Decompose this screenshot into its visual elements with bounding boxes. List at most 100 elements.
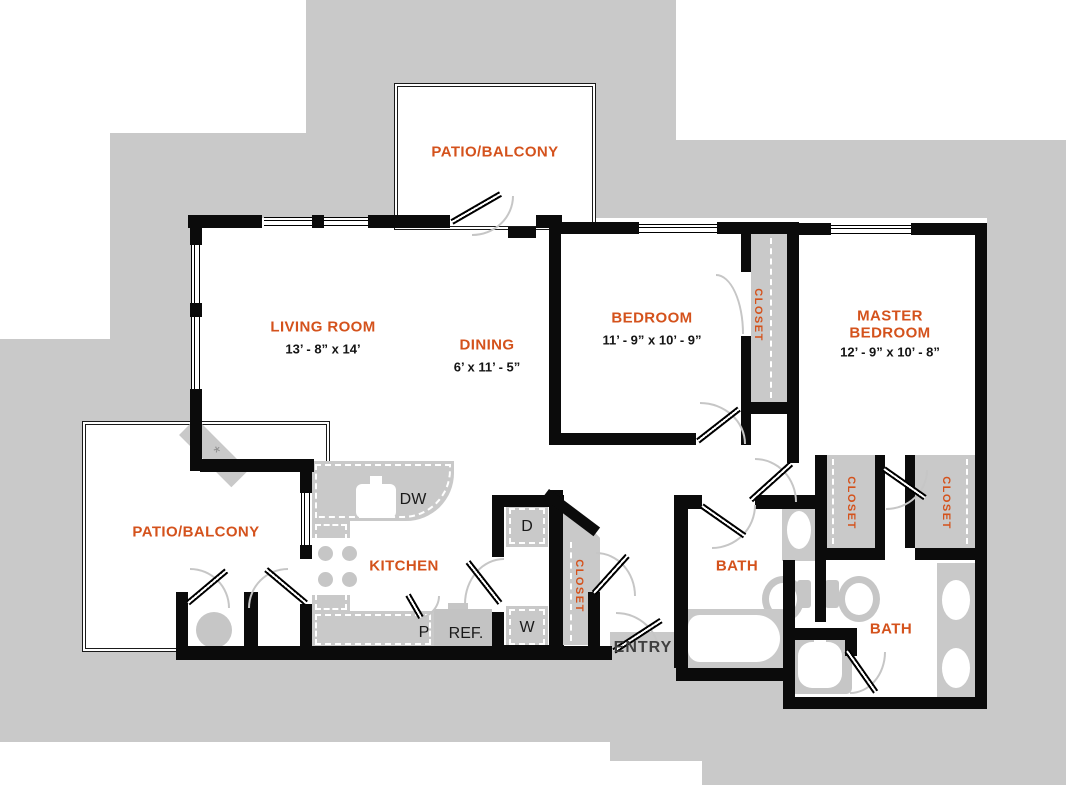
building-mass: [82, 660, 610, 742]
building-mass: [786, 709, 987, 785]
window: [191, 245, 200, 303]
wall: [492, 612, 504, 660]
window: [301, 493, 310, 545]
wall: [176, 592, 188, 660]
wall: [190, 389, 202, 471]
unit-outline: [509, 609, 545, 645]
building-mass: [702, 681, 786, 785]
master-closet-left-fill: [827, 455, 875, 548]
closet-rod: [832, 459, 834, 544]
bath2-toilet-tank: [825, 580, 839, 608]
burner: [342, 546, 357, 561]
wall: [815, 548, 885, 560]
wall: [300, 545, 312, 559]
bedroom-closet-fill: [751, 234, 787, 402]
window: [191, 317, 200, 389]
wall: [588, 592, 600, 650]
wall: [190, 303, 202, 317]
closet-opening-arc: [716, 274, 744, 334]
entry-label: ENTRY: [613, 639, 673, 656]
wall: [549, 433, 696, 445]
building-mass: [676, 140, 987, 218]
wall: [845, 628, 857, 656]
refrigerator-label: REF.: [448, 625, 484, 642]
bath-master-label: BATH: [869, 620, 913, 638]
wall: [190, 215, 202, 245]
kitchen-sink: [356, 484, 396, 518]
master-closet-right-label: CLOSET: [940, 476, 952, 530]
window: [324, 217, 368, 226]
door-arc: [596, 552, 636, 596]
closet-rod: [966, 459, 968, 544]
window: [264, 217, 312, 226]
unit-outline: [509, 508, 545, 544]
kitchen-label: KITCHEN: [369, 557, 439, 575]
wall: [560, 646, 612, 660]
building-mass: [987, 140, 1066, 785]
bedroom-closet-label: CLOSET: [752, 288, 764, 342]
wall: [741, 228, 751, 272]
washer-label: W: [519, 619, 535, 636]
wall: [717, 222, 799, 234]
burner: [318, 546, 333, 561]
dining-label: DINING: [459, 336, 515, 354]
dryer-unit: [506, 505, 548, 547]
wall: [911, 223, 987, 235]
wall: [875, 455, 885, 548]
bath1-sink: [787, 511, 811, 549]
wall: [200, 459, 314, 472]
living-room-label: LIVING ROOM: [270, 318, 376, 336]
wall: [188, 215, 262, 228]
wall: [676, 668, 788, 681]
patio-left-label: PATIO/BALCONY: [132, 523, 260, 541]
wall: [176, 646, 502, 660]
burner: [318, 572, 333, 587]
dryer-label: D: [521, 518, 533, 535]
wall: [492, 645, 564, 660]
bath1-toilet-tank: [797, 580, 811, 608]
washer-unit: [506, 606, 548, 648]
counter-outline: [315, 614, 431, 645]
bath2-toilet: [838, 576, 880, 622]
wall: [741, 336, 751, 414]
wall: [741, 402, 799, 414]
bathtub: [688, 615, 780, 662]
wall: [549, 490, 563, 660]
closet-rod: [570, 542, 572, 641]
master-bedroom-label-1: MASTER: [857, 307, 923, 325]
wall: [741, 414, 751, 445]
wall: [975, 223, 987, 709]
master-bedroom-label-2: BEDROOM: [849, 324, 931, 342]
refrigerator-handle: [448, 603, 468, 611]
window: [639, 224, 717, 233]
building-mass: [676, 681, 702, 761]
bath2-sink-2: [942, 648, 970, 688]
bath-hall-label: BATH: [715, 557, 759, 575]
bedroom-dimensions: 11’ - 9” x 10’ - 9”: [602, 332, 702, 348]
wall: [549, 222, 561, 445]
tub-faucet: [684, 632, 694, 641]
wall: [244, 592, 258, 660]
bath2-sink-1: [942, 580, 970, 620]
kitchen-faucet: [370, 476, 382, 486]
wall: [312, 215, 324, 228]
water-heater: [196, 612, 232, 648]
patio-top-label: PATIO/BALCONY: [431, 143, 559, 161]
living-room-dimensions: 13’ - 8” x 14’: [285, 341, 361, 357]
wall: [815, 560, 826, 622]
wall: [674, 495, 688, 668]
fireplace-marker: *: [205, 442, 224, 461]
building-mass: [610, 660, 676, 761]
wall: [368, 215, 450, 228]
wall: [783, 697, 987, 709]
door-stop: [508, 227, 536, 238]
wall: [815, 455, 827, 560]
wall: [492, 495, 504, 557]
dining-dimensions: 6’ x 11’ - 5”: [453, 359, 521, 375]
window: [831, 225, 911, 234]
hall-closet-label: CLOSET: [573, 559, 585, 613]
wall: [783, 628, 849, 640]
kitchen-counter-bottom: [312, 611, 434, 648]
burner: [342, 572, 357, 587]
wall: [300, 604, 312, 660]
